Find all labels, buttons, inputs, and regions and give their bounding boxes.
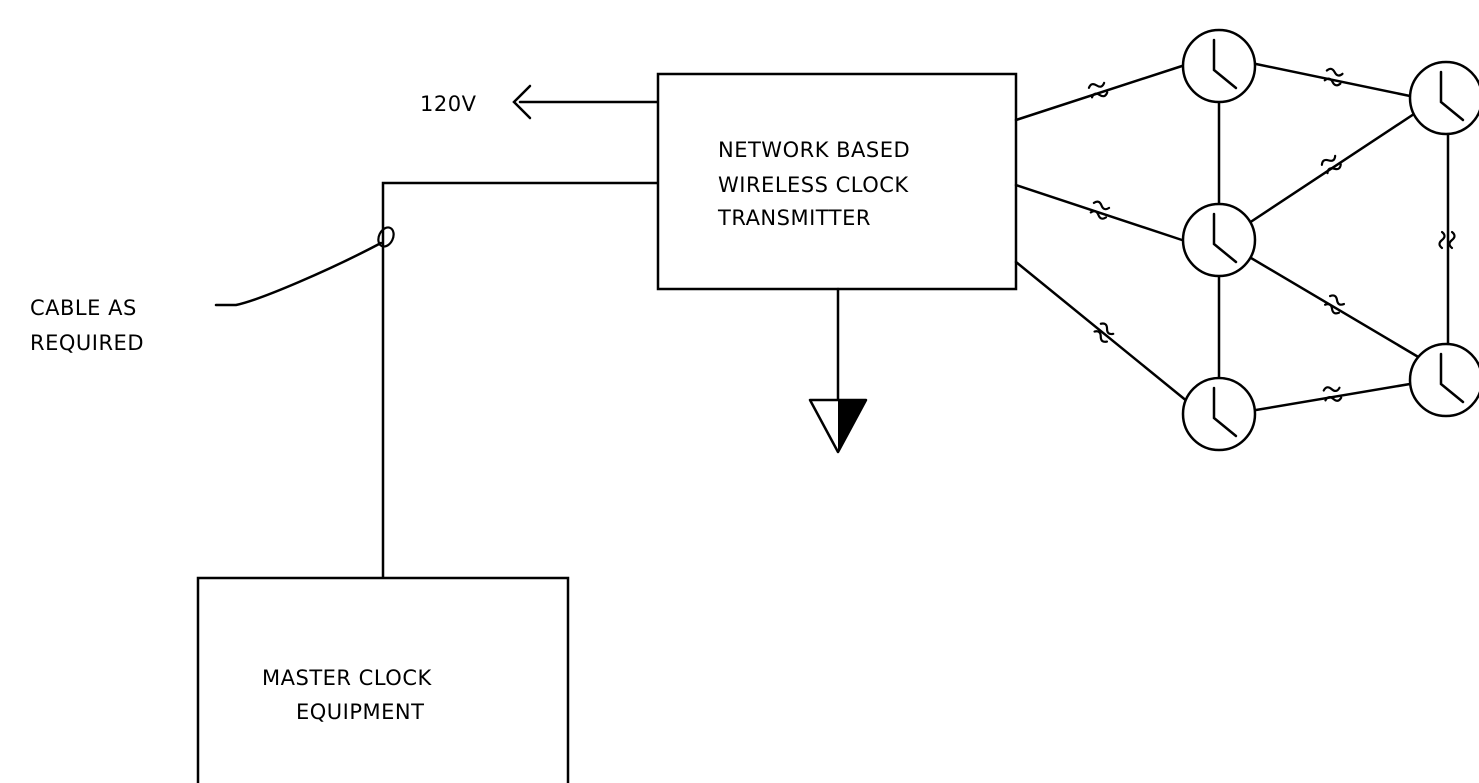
transmitter-label-line-2: WIRELESS CLOCK <box>718 173 909 197</box>
clock-hands <box>1212 38 1238 90</box>
link-clock-2-clock-5 <box>1244 253 1422 360</box>
link-clock-3-clock-5 <box>1254 382 1412 412</box>
power-arrowhead <box>512 84 532 120</box>
wireless-marker-3 <box>1093 322 1115 343</box>
ground-triangle-fill <box>838 400 866 452</box>
cable-label-line-2: REQUIRED <box>30 331 144 355</box>
link-transmitter-clock-2 <box>1014 183 1184 242</box>
wireless-marker-6 <box>1323 294 1346 315</box>
clock-icon <box>1181 202 1257 278</box>
clock-icon <box>1408 60 1479 136</box>
clock-4 <box>1408 60 1479 136</box>
link-clock-1-clock-4 <box>1254 62 1412 98</box>
master-clock-box <box>196 576 570 783</box>
link-transmitter-clock-1 <box>1014 64 1184 122</box>
wireless-marker-4 <box>1323 67 1344 87</box>
clock-3 <box>1181 376 1257 452</box>
power-feed: 120V <box>420 84 660 120</box>
transmitter-box <box>656 72 1018 291</box>
clock-5 <box>1408 342 1479 418</box>
clock-hands <box>1212 212 1238 264</box>
cable-line <box>381 181 660 580</box>
clock-hands <box>1439 70 1465 122</box>
clock-icon <box>1408 342 1479 418</box>
cable-connection: CABLE AS REQUIRED <box>30 181 660 580</box>
clock-hands <box>1439 352 1465 404</box>
master-clock-label-line-1: MASTER CLOCK <box>262 666 432 690</box>
ground-symbol <box>808 287 868 454</box>
clock-2 <box>1181 202 1257 278</box>
cable-callout-leader <box>214 241 383 307</box>
transmitter-node: NETWORK BASED WIRELESS CLOCK TRANSMITTER <box>656 72 1018 291</box>
master-clock-node: MASTER CLOCK EQUIPMENT <box>196 576 570 783</box>
wireless-marker-8 <box>1438 230 1456 250</box>
clock-icon <box>1181 28 1257 104</box>
network-links <box>1014 62 1450 412</box>
master-clock-label-line-2: EQUIPMENT <box>296 700 424 724</box>
cable-label-line-1: CABLE AS <box>30 296 137 320</box>
link-transmitter-clock-3 <box>1014 260 1190 404</box>
cable-callout-loop <box>377 226 395 248</box>
wireless-markers <box>1087 67 1456 402</box>
wireless-marker-2 <box>1089 200 1111 220</box>
wireless-marker-5 <box>1320 154 1342 175</box>
clock-hands <box>1212 386 1238 438</box>
power-label: 120V <box>420 92 477 116</box>
wireless-marker-7 <box>1322 386 1343 402</box>
transmitter-label-line-1: NETWORK BASED <box>718 138 910 162</box>
wireless-marker-1 <box>1087 81 1109 99</box>
clock-icon <box>1181 376 1257 452</box>
clock-1 <box>1181 28 1257 104</box>
transmitter-label-line-3: TRANSMITTER <box>717 206 871 230</box>
